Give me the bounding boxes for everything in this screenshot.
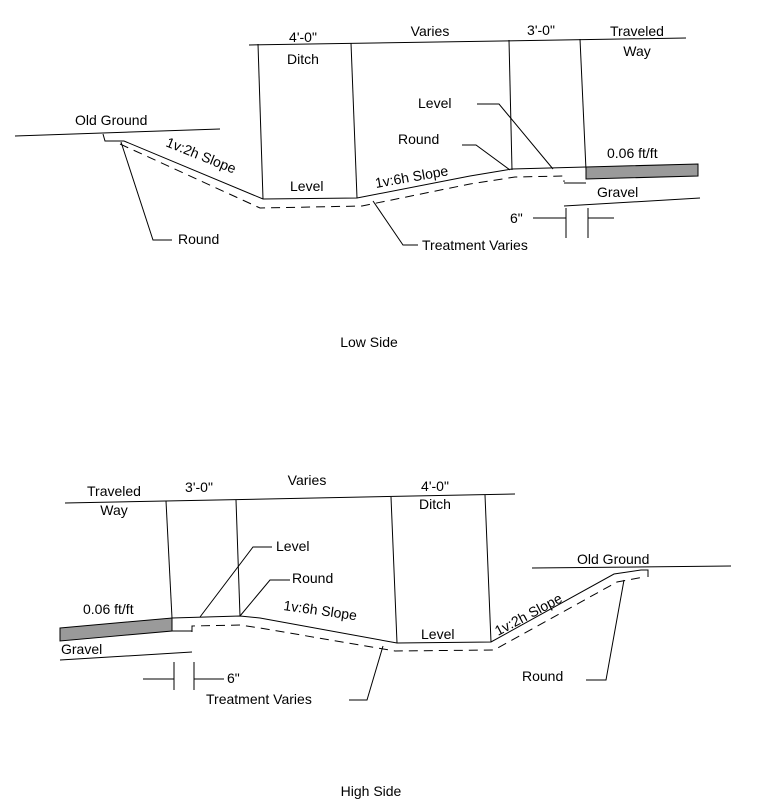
low-traveled-label: Traveled [610,23,664,39]
low-old-ground-label: Old Ground [75,112,147,128]
low-leader-treatment [372,200,418,246]
high-extension-line [484,494,492,643]
high-old-ground-label: Old Ground [577,551,649,567]
high-shoulder-width-label: 3'-0" [185,479,213,495]
low-foreslope-label: 1v:6h Slope [374,162,450,191]
low-way-label: Way [623,43,650,59]
low-leader-level-top [477,103,554,170]
high-leader-level-top [199,546,272,618]
low-backslope-label: 1v:2h Slope [164,134,239,177]
low-gravel-label: Gravel [597,184,638,200]
low-side-section: 4'-0" Ditch Varies 3'-0" Traveled Way Ol… [14,22,701,350]
low-ditch-label: Ditch [287,51,319,67]
high-way-label: Way [100,502,127,518]
low-cross-slope-label: 0.06 ft/ft [607,145,658,161]
high-level-bottom-label: Level [421,626,454,642]
high-offset-label: 6" [227,670,240,686]
low-side-caption: Low Side [340,334,398,350]
low-gravel-line [563,197,701,207]
low-level-top-label: Level [418,95,451,111]
low-leader-round-top [462,144,511,171]
high-traveled-label: Traveled [87,483,141,499]
high-old-ground-line [531,565,732,569]
high-side-section: Traveled Way 3'-0" Varies 4'-0" Ditch Le… [59,472,732,799]
low-level-bottom-label: Level [290,178,323,194]
high-ditch-label: Ditch [419,496,451,512]
high-round-bottom-label: Round [522,668,563,684]
high-level-top-label: Level [276,538,309,554]
high-round-top-label: Round [292,570,333,586]
low-extension-line [508,39,513,171]
high-side-caption: High Side [341,783,402,799]
high-treatment-line [191,576,645,652]
low-offset-label: 6" [510,210,523,226]
low-treatment-line [119,143,565,209]
high-extension-line [390,496,398,644]
high-pavement [59,617,173,642]
low-round-top-label: Round [398,131,439,147]
high-finished-grade [171,569,649,644]
low-pavement [585,163,699,180]
low-leader-round-bottom [120,141,172,241]
high-leader-round-top [239,579,290,617]
low-ditch-width-label: 4'-0" [289,29,317,45]
high-ditch-width-label: 4'-0" [421,478,449,494]
high-extension-line [165,500,173,619]
low-extension-line [257,43,264,200]
low-old-ground-line [14,128,221,137]
low-dimension-line [248,37,687,46]
low-varies-label: Varies [411,23,450,39]
high-leader-treatment [349,645,384,701]
high-cross-slope-label: 0.06 ft/ft [83,601,134,617]
high-dimension-line [64,493,516,504]
low-round-bottom-label: Round [178,231,219,247]
low-finished-grade [102,133,587,200]
low-extension-line [579,38,587,171]
high-gravel-line [59,651,193,661]
high-extension-line [235,499,241,617]
high-leader-round-bottom [586,579,625,681]
low-shoulder-width-label: 3'-0" [527,22,555,38]
high-treatment-label: Treatment Varies [206,691,312,707]
high-foreslope-label: 1v:6h Slope [283,597,359,623]
high-gravel-label: Gravel [61,641,102,657]
high-varies-label: Varies [288,472,327,488]
low-treatment-label: Treatment Varies [422,237,528,253]
low-extension-line [350,42,358,199]
